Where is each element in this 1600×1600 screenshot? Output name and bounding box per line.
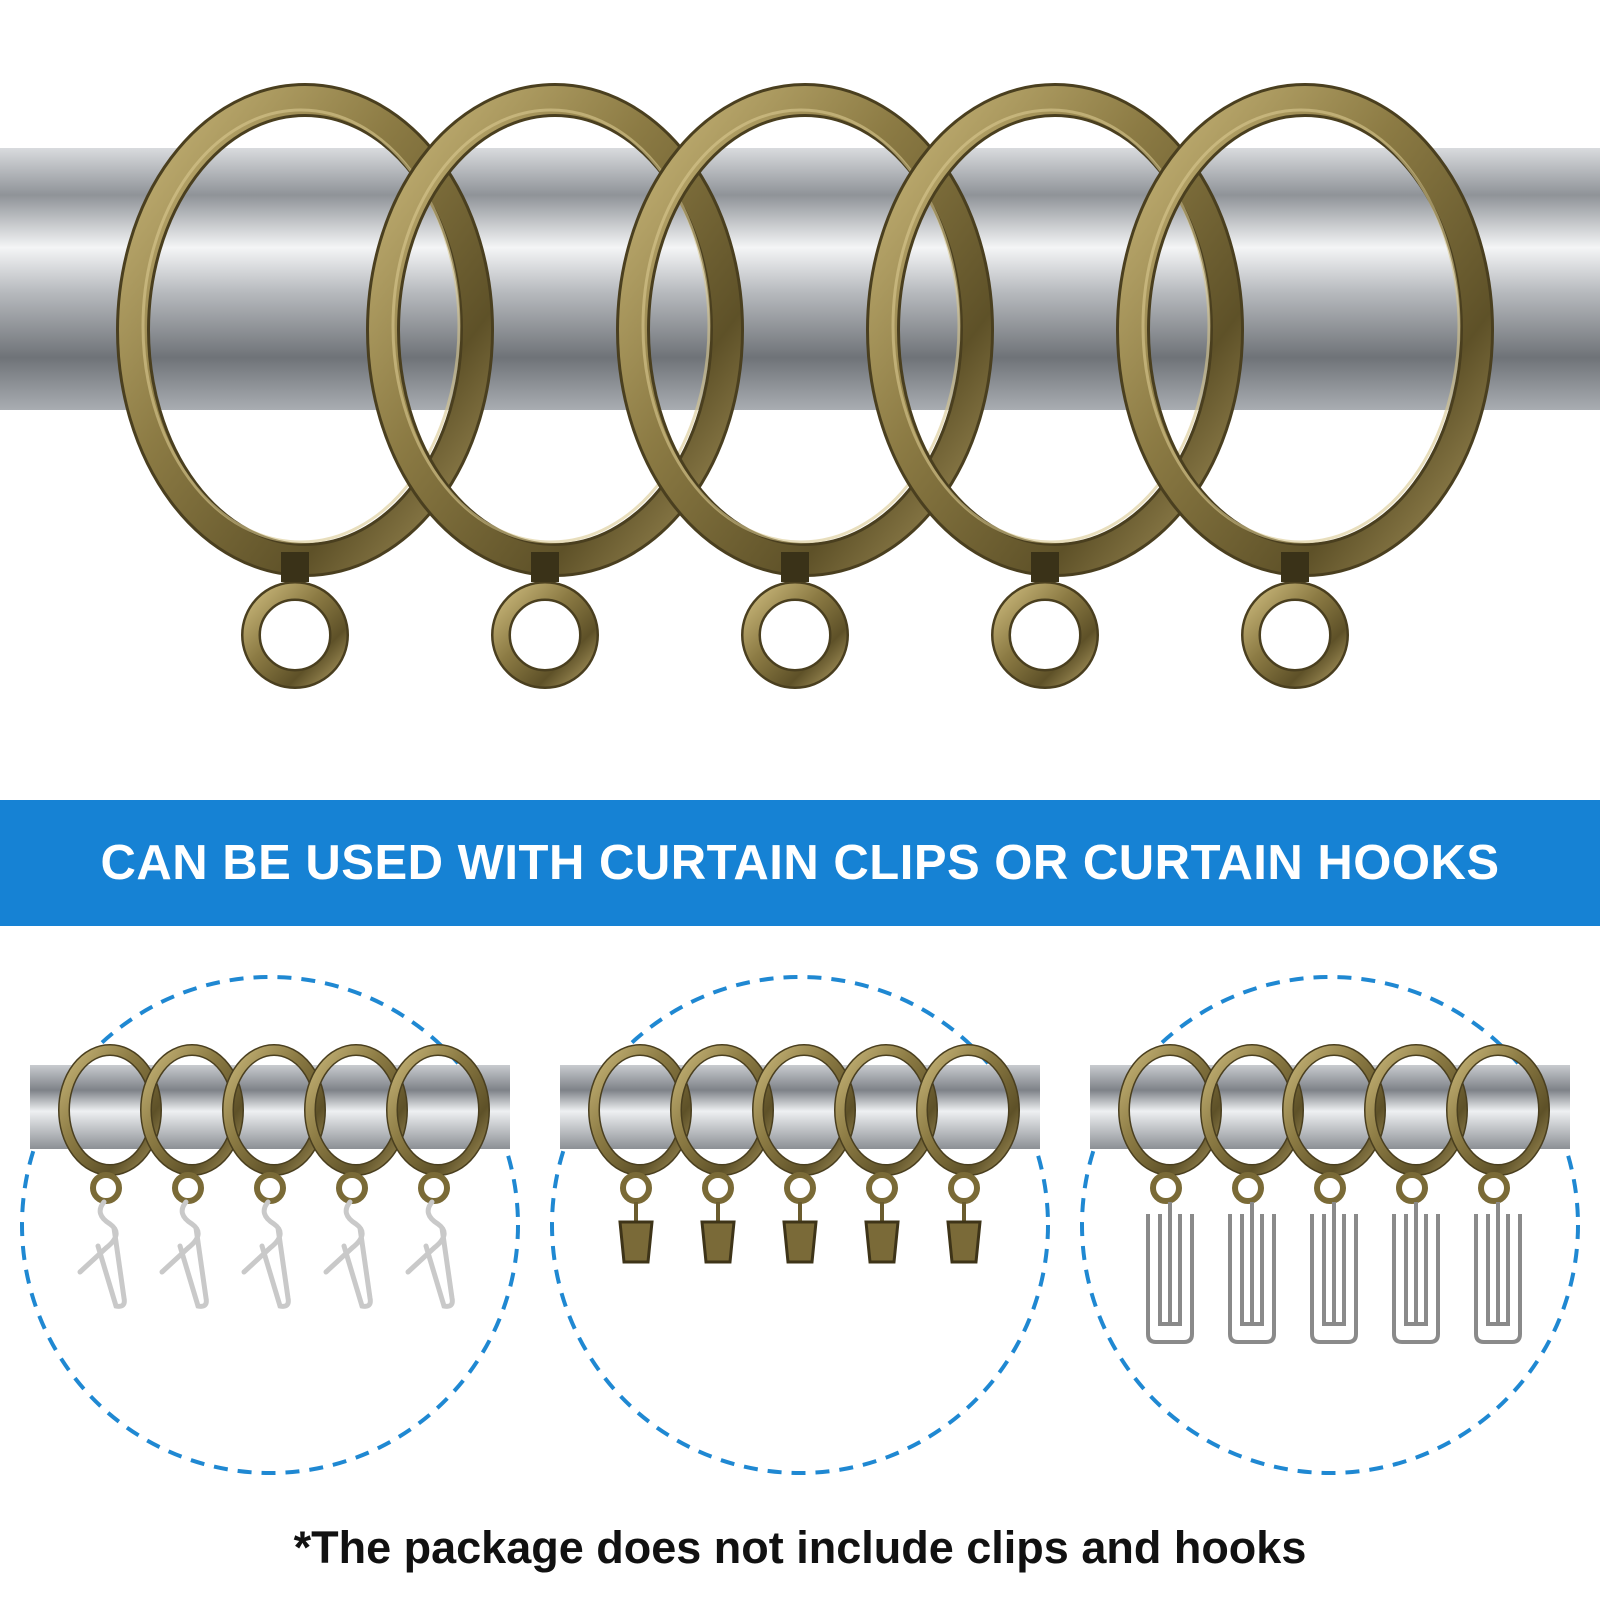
mini-ring: [1200, 1044, 1304, 1344]
mini-ring: [752, 1044, 856, 1264]
curtain-rod: [0, 148, 1600, 410]
mini-ring: [1364, 1044, 1468, 1344]
clip-icon: [700, 1220, 736, 1264]
mini-ring: [1118, 1044, 1222, 1344]
pleat-hook-icon: [1146, 1202, 1194, 1344]
clip-icon: [618, 1220, 654, 1264]
curtain-ring: [1116, 83, 1494, 689]
clips-option: [550, 975, 1050, 1475]
curtain-ring: [366, 83, 744, 689]
curtain-ring: [116, 83, 494, 689]
pleat-hook-icon: [1228, 1202, 1276, 1344]
pleat-hook-icon: [1474, 1202, 1522, 1344]
mini-rod: [560, 1065, 1040, 1149]
banner-text: CAN BE USED WITH CURTAIN CLIPS OR CURTAI…: [100, 836, 1500, 890]
mini-ring: [588, 1044, 692, 1264]
pleat-hooks-option: [1080, 975, 1580, 1475]
mini-rod: [30, 1065, 510, 1149]
hero-rod-with-rings: [0, 83, 1600, 689]
pleat-hook-icon: [1310, 1202, 1358, 1344]
mini-ring: [304, 1044, 408, 1309]
mini-ring: [140, 1044, 244, 1309]
curtain-ring: [616, 83, 994, 689]
mini-ring: [386, 1044, 490, 1309]
clip-icon: [946, 1220, 982, 1264]
mini-ring: [916, 1044, 1020, 1264]
pin-hooks-option: [20, 975, 520, 1475]
mini-ring: [1282, 1044, 1386, 1344]
banner: CAN BE USED WITH CURTAIN CLIPS OR CURTAI…: [0, 800, 1600, 926]
mini-ring: [670, 1044, 774, 1264]
clip-icon: [782, 1220, 818, 1264]
mini-rod: [1090, 1065, 1570, 1149]
pin-hook-icon: [159, 1199, 209, 1309]
pin-hook-icon: [241, 1199, 291, 1309]
pin-hook-icon: [323, 1199, 373, 1309]
footnote: *The package does not include clips and …: [293, 1522, 1307, 1573]
pin-hook-icon: [405, 1199, 455, 1309]
mini-ring: [58, 1044, 162, 1309]
mini-ring: [834, 1044, 938, 1264]
pin-hook-icon: [77, 1199, 127, 1309]
usage-options: [20, 975, 1580, 1475]
mini-ring: [222, 1044, 326, 1309]
curtain-ring: [866, 83, 1244, 689]
pleat-hook-icon: [1392, 1202, 1440, 1344]
clip-icon: [864, 1220, 900, 1264]
mini-ring: [1446, 1044, 1550, 1344]
